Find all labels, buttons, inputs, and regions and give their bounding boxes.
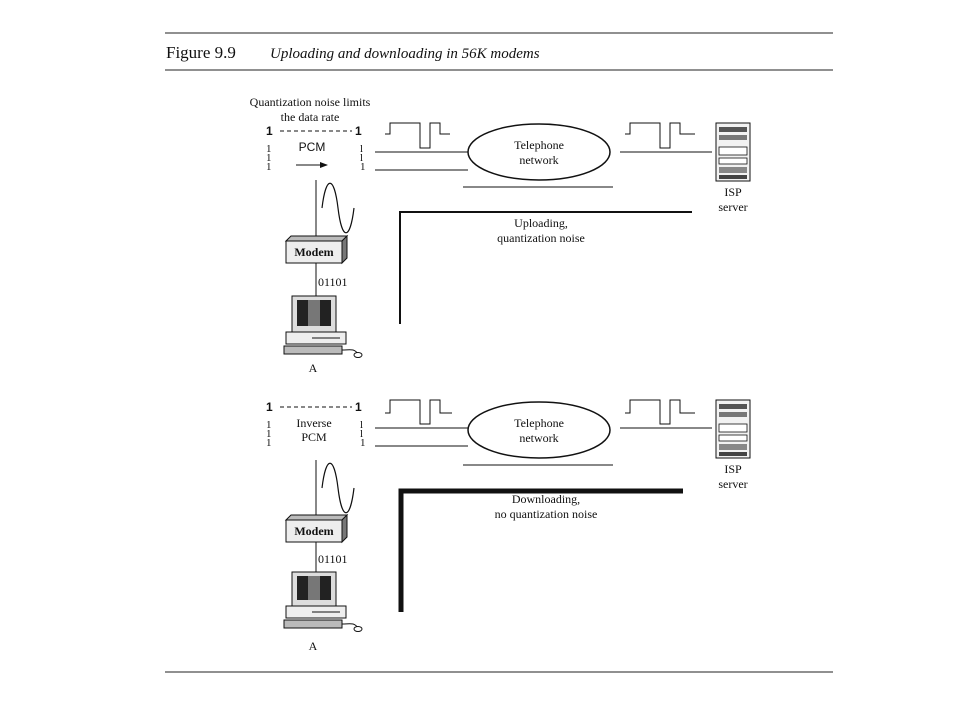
bit-left-3: 1 [266,437,272,449]
computer-icon [283,295,363,358]
bit-top-left: 1 [266,400,273,414]
network-label-line1: Telephone [514,416,564,430]
server-label-line1: ISP [724,185,742,199]
server-waveform [625,122,695,149]
bit-left-3: 1 [266,161,272,173]
binary-label: 01101 [318,275,348,289]
telephone-network-ellipse [467,401,611,459]
bit-left-1: 1 [266,419,272,431]
bit-top-right: 1 [355,124,362,138]
modem-label: Modem [294,524,333,538]
telephone-network-ellipse [467,123,611,181]
analog-waveform [321,182,355,234]
network-label-line1: Telephone [514,138,564,152]
server-label-line2: server [718,200,747,214]
isp-server-icon [715,399,751,459]
bit-top-right: 1 [355,400,362,414]
network-label-line2: network [519,153,558,167]
bit-left-2: 1 [266,152,272,164]
server-label-line1: ISP [724,462,742,476]
bit-left-1: 1 [266,143,272,155]
uploading-path [399,211,692,324]
downloading-label-line1: Downloading, [512,492,580,506]
digital-waveform [385,122,450,149]
analog-waveform [321,462,355,514]
inverse-pcm-line2: PCM [301,430,327,444]
bit-right-3: 1 [360,437,366,449]
computer-label: A [309,639,318,653]
bit-left-2: 1 [266,428,272,440]
figure-header: Figure 9.9 Uploading and downloading in … [165,32,833,71]
figure-caption: Uploading and downloading in 56K modems [270,46,540,62]
network-label-line2: network [519,431,558,445]
bit-right-2: l [360,152,363,164]
modem-label: Modem [294,245,333,259]
upload-panel: Quantization noise limits the data rate … [250,95,751,375]
bit-top-left: 1 [266,124,273,138]
quantization-note-line2: the data rate [281,110,340,124]
bit-right-3: 1 [360,161,366,173]
inverse-pcm-line1: Inverse [296,416,331,430]
downloading-path [398,488,683,612]
computer-label: A [309,361,318,375]
bit-right-2: l [360,428,363,440]
server-waveform [625,399,695,425]
quantization-note-line1: Quantization noise limits [250,95,371,109]
uploading-label-line2: quantization noise [497,231,585,245]
figure-number: Figure 9.9 [166,43,236,62]
uploading-label-line1: Uploading, [514,216,568,230]
isp-server-icon [715,122,751,182]
computer-icon [283,571,363,632]
bit-right-1: l [360,419,363,431]
modem-icon [284,234,349,265]
download-panel: 1 1 1 1 1 l l 1 Inverse PCM Telephone ne… [266,399,751,653]
modem-icon [284,513,349,544]
bit-right-1: l [360,143,363,155]
downloading-label-line2: no quantization noise [495,507,598,521]
server-label-line2: server [718,477,747,491]
digital-waveform [385,399,452,425]
pcm-label: PCM [299,140,326,154]
binary-label: 01101 [318,552,348,566]
